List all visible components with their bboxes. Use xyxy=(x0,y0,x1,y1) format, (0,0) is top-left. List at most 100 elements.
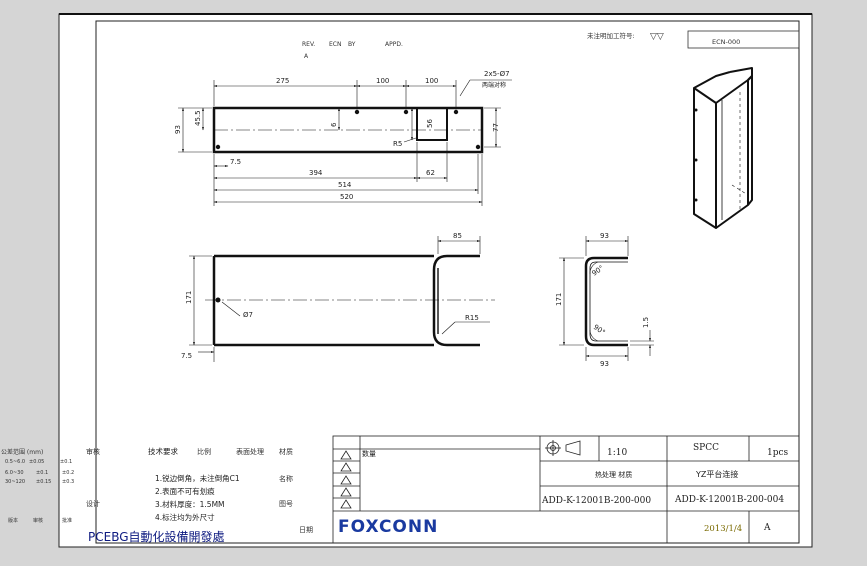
dim-label: 两端对称 xyxy=(482,81,506,89)
svg-text:设计: 设计 xyxy=(86,499,100,508)
svg-text:BY: BY xyxy=(348,41,356,48)
dim-label: 93 xyxy=(174,125,182,134)
side-dimensions xyxy=(559,236,654,361)
dim-label: 45.5 xyxy=(194,110,202,126)
side-outline xyxy=(584,256,628,347)
svg-text:±0.3: ±0.3 xyxy=(62,479,74,485)
svg-text:图号: 图号 xyxy=(279,500,293,508)
dim-label: 100 xyxy=(376,77,389,85)
ecn-box-label: ECN-000 xyxy=(712,38,740,46)
svg-text:±0.1: ±0.1 xyxy=(60,459,72,465)
company-logo: FOXCONN xyxy=(338,517,438,537)
isometric-view xyxy=(693,67,753,229)
svg-text:审核: 审核 xyxy=(33,517,43,524)
dim-label: 171 xyxy=(185,291,193,304)
dim-label: R15 xyxy=(465,314,479,322)
dim-label: R5 xyxy=(393,140,402,148)
svg-text:0.5~6.0: 0.5~6.0 xyxy=(5,459,25,465)
svg-text:日期: 日期 xyxy=(299,526,313,534)
dim-label: 275 xyxy=(276,77,289,85)
svg-text:±0.1: ±0.1 xyxy=(36,470,48,476)
svg-text:A: A xyxy=(304,53,309,60)
svg-text:±0.15: ±0.15 xyxy=(36,479,51,485)
svg-text:±0.05: ±0.05 xyxy=(29,459,44,465)
dim-label: 85 xyxy=(453,232,462,240)
tech-requirement: 2.表面不可有划痕 xyxy=(155,486,215,496)
drawing-type: 热处理 材质 xyxy=(595,470,632,479)
dim-label: 77 xyxy=(492,123,500,132)
svg-text:材质: 材质 xyxy=(279,447,293,456)
svg-text:表面处理: 表面处理 xyxy=(236,447,264,456)
svg-text:REV.: REV. xyxy=(302,41,315,48)
svg-text:APPD.: APPD. xyxy=(385,41,403,48)
front-hole xyxy=(453,109,459,115)
dim-label: 1.5 xyxy=(642,317,650,328)
top-dimension-labels: 85 171 Ø7 R15 7.5 xyxy=(181,232,479,360)
material-value: SPCC xyxy=(693,443,719,453)
front-hole xyxy=(215,144,221,150)
sheet-size: A xyxy=(763,523,771,533)
tech-requirement: 3.材料厚度：1.5MM xyxy=(155,499,225,509)
tech-requirement: 1.锐边倒角，未注倒角C1 xyxy=(155,473,240,483)
part-number: ADD-K-12001B-200-004 xyxy=(674,495,784,505)
svg-text:±0.2: ±0.2 xyxy=(62,470,74,476)
dim-label: 6 xyxy=(330,122,338,127)
svg-text:6.0~30: 6.0~30 xyxy=(5,470,24,476)
dim-label: 171 xyxy=(555,293,563,306)
tech-requirements: 技术要求 1.锐边倒角，未注倒角C1 2.表面不可有划痕 3.材料厚度：1.5M… xyxy=(148,446,240,522)
tolerance-triangles xyxy=(340,450,352,509)
front-hole xyxy=(354,109,360,115)
front-hole xyxy=(475,144,481,150)
assembly-number: ADD-K-12001B-200-000 xyxy=(541,496,651,506)
dim-label: 93 xyxy=(600,232,609,240)
title-block-text: 数量 1:10 SPCC 1pcs 热处理 材质 YZ平台连接 ADD-K-12… xyxy=(362,443,789,534)
tolerance-block: 公差范围 (mm) 0.5~6.0 ±0.05 ±0.1 6.0~30 ±0.1… xyxy=(1,448,74,524)
side-inner xyxy=(589,261,628,342)
part-name: YZ平台连接 xyxy=(695,469,738,479)
svg-text:版本: 版本 xyxy=(8,517,18,524)
scale-value: 1:10 xyxy=(607,448,627,458)
dim-label: Ø7 xyxy=(243,311,253,319)
signoff-labels: 审核 设计 日期 材质 比例 表面处理 名称 图号 xyxy=(86,447,313,534)
title-block xyxy=(332,435,800,544)
front-notch xyxy=(416,107,448,141)
tolerance-header: 公差范围 (mm) xyxy=(1,448,43,456)
front-dimensions xyxy=(178,79,512,206)
svg-text:比例: 比例 xyxy=(197,447,211,456)
top-hole xyxy=(215,297,221,303)
dim-label: 514 xyxy=(338,181,352,189)
dim-label: 7.5 xyxy=(181,352,192,360)
top-outline xyxy=(432,254,480,347)
dim-label: 394 xyxy=(309,169,323,177)
dim-label: 93 xyxy=(600,360,609,368)
dim-label: 520 xyxy=(340,193,353,201)
top-view xyxy=(205,254,495,347)
svg-text:30~120: 30~120 xyxy=(5,479,25,485)
top-dimensions xyxy=(189,236,490,362)
tech-requirements-title: 技术要求 xyxy=(148,446,178,456)
qty-label: 数量 xyxy=(362,449,376,458)
dim-label: 7.5 xyxy=(230,158,241,166)
finish-note: 未注明加工符号: xyxy=(587,31,635,40)
projection-symbol xyxy=(545,440,581,456)
dim-label: 62 xyxy=(426,169,435,177)
front-hole xyxy=(403,109,409,115)
dim-label: 100 xyxy=(425,77,438,85)
front-view xyxy=(212,106,484,154)
ecn-box xyxy=(687,30,800,49)
finish-symbols: ▽▽ xyxy=(650,32,664,42)
dim-label: 2x5-Ø7 xyxy=(484,70,510,78)
dim-label: 56 xyxy=(426,119,434,128)
drawing-date: 2013/1/4 xyxy=(704,524,742,534)
svg-text:审核: 审核 xyxy=(86,447,100,456)
tech-requirement: 4.标注均为外尺寸 xyxy=(155,512,215,522)
svg-text:ECN: ECN xyxy=(329,41,341,48)
svg-text:批准: 批准 xyxy=(62,517,72,524)
sheet-paper xyxy=(58,13,813,548)
quantity-value: 1pcs xyxy=(767,448,789,458)
revision-block: REV. ECN BY APPD. A xyxy=(302,41,403,60)
svg-text:名称: 名称 xyxy=(279,474,293,483)
front-dimension-labels: 275 100 100 2x5-Ø7 两端对称 93 45.5 6 56 77 … xyxy=(174,70,510,201)
